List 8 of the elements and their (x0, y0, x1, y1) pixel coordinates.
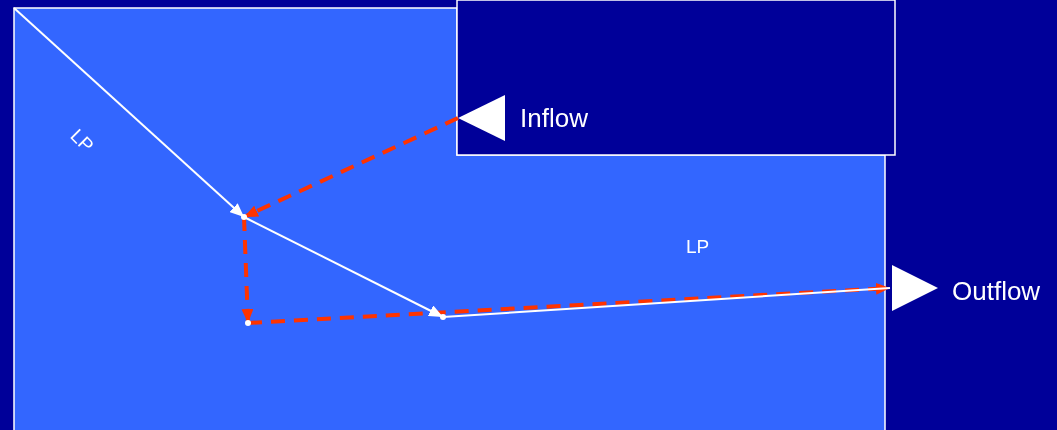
path-vertex (440, 314, 446, 320)
edge-label: LP (686, 236, 710, 258)
flow-label: Outflow (952, 276, 1041, 307)
edge-label: LP (65, 125, 98, 157)
path-vertex (241, 214, 247, 220)
path-vertex (245, 320, 251, 326)
flow-label: Inflow (520, 103, 588, 134)
arrow (13, 7, 245, 218)
